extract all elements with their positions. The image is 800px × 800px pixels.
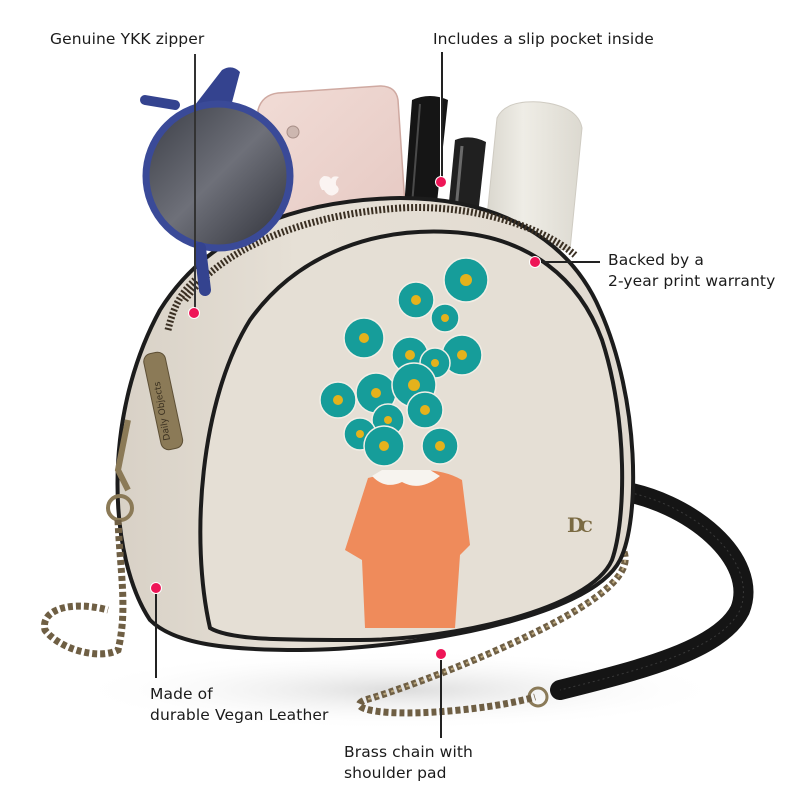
svg-text:D: D xyxy=(567,513,584,537)
callout-leather-label: Made of durable Vegan Leather xyxy=(150,684,328,726)
callout-pocket-dot xyxy=(435,176,447,188)
callout-chain-text-line1: Brass chain with xyxy=(344,743,473,761)
zipper-pull: Daily Objects xyxy=(143,351,184,451)
callout-leather-text-line2: durable Vegan Leather xyxy=(150,706,329,724)
callout-warranty-line xyxy=(541,261,600,263)
callout-warranty-dot xyxy=(529,256,541,268)
callout-zipper-dot xyxy=(188,307,200,319)
callout-warranty-label: Backed by a 2-year print warranty xyxy=(608,250,775,292)
callout-zipper-text: Genuine YKK zipper xyxy=(50,30,205,48)
phone-icon xyxy=(257,85,406,226)
callout-pocket-line xyxy=(441,52,443,177)
svg-text:C: C xyxy=(580,517,593,536)
callout-zipper-line xyxy=(194,54,196,308)
bag-front-panel xyxy=(198,229,625,643)
floral-print xyxy=(319,257,489,628)
sunglasses-icon xyxy=(140,67,294,296)
bottle-icon xyxy=(483,101,583,251)
callout-leather-text-line1: Made of xyxy=(150,685,213,703)
dress xyxy=(345,470,470,628)
callout-warranty-text-line1: Backed by a xyxy=(608,251,704,269)
callout-chain-label: Brass chain with shoulder pad xyxy=(344,742,473,784)
callout-leather-dot xyxy=(150,582,162,594)
callout-chain-line xyxy=(440,660,442,738)
callout-chain-text-line2: shoulder pad xyxy=(344,764,447,782)
lipstick-icon xyxy=(448,137,486,215)
callout-pocket-label: Includes a slip pocket inside xyxy=(433,29,654,50)
callout-pocket-text: Includes a slip pocket inside xyxy=(433,30,654,48)
callout-chain-dot xyxy=(435,648,447,660)
callout-zipper-label: Genuine YKK zipper xyxy=(50,29,204,50)
callout-warranty-text-line2: 2-year print warranty xyxy=(608,272,776,290)
zipper xyxy=(182,204,578,303)
callout-leather-line xyxy=(155,594,157,678)
brand-logo-icon: D C xyxy=(567,513,593,537)
